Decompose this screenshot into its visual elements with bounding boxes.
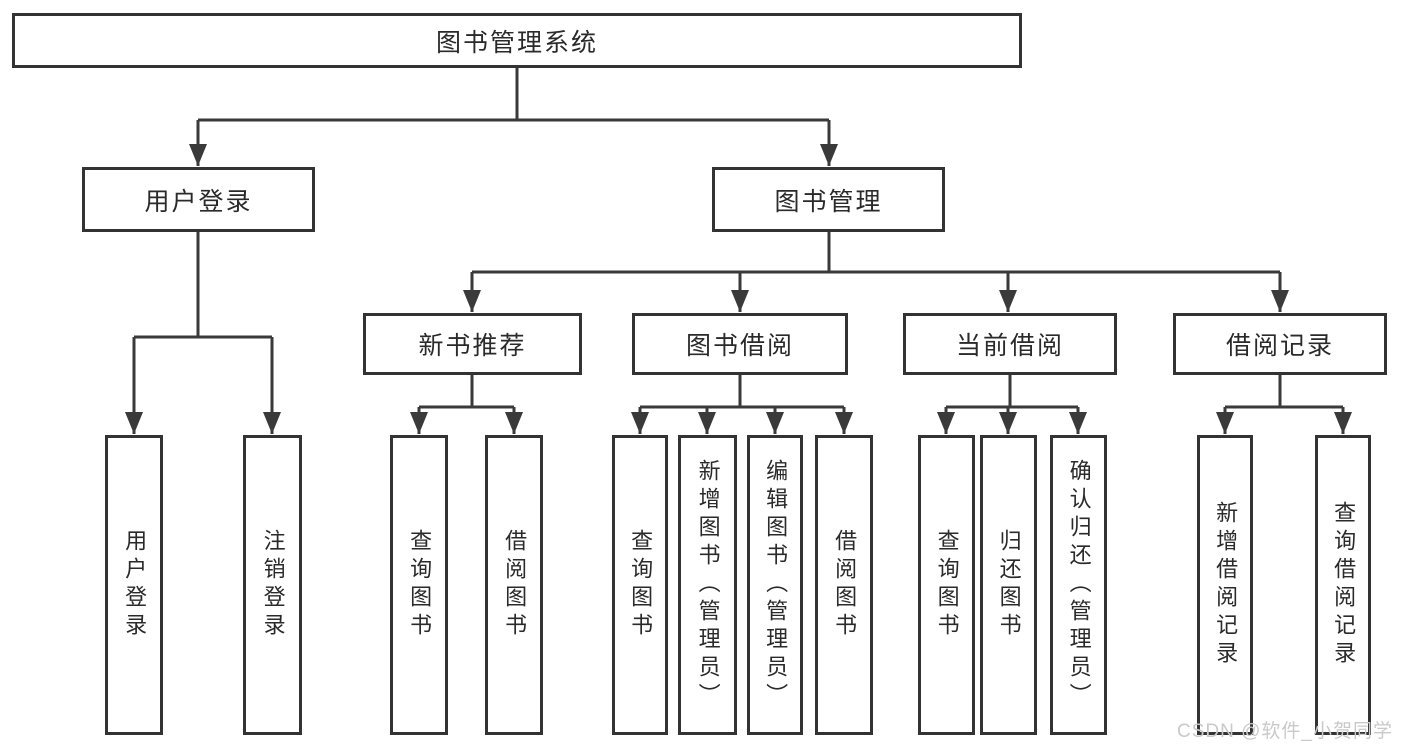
connector-book-borrow-children xyxy=(631,375,853,434)
node-label: 新增图书（管理员） xyxy=(695,459,721,711)
node-book-borrow: 图书借阅 xyxy=(632,313,848,375)
leaf-borrow-borrow-books: 借阅图书 xyxy=(815,435,873,735)
leaf-borrow-add-books-admin: 新增图书（管理员） xyxy=(678,435,737,735)
leaf-current-query-books: 查询图书 xyxy=(918,435,975,735)
csdn-watermark: CSDN @软件_小贺同学 xyxy=(1177,721,1393,742)
leaf-logout: 注销登录 xyxy=(243,435,302,735)
node-label: 借阅图书 xyxy=(502,529,528,641)
leaf-recommend-query-books: 查询图书 xyxy=(390,435,448,735)
leaf-recommend-borrow-books: 借阅图书 xyxy=(485,435,543,735)
node-label: 用户登录 xyxy=(122,529,148,641)
leaf-borrow-query-books: 查询图书 xyxy=(612,435,668,735)
node-label: 图书管理 xyxy=(774,187,883,216)
node-label: 图书借阅 xyxy=(685,332,794,360)
node-label: 图书管理系统 xyxy=(435,28,598,57)
node-label: 注销登录 xyxy=(260,529,286,641)
connector-root-to-level2 xyxy=(189,68,838,166)
leaf-current-confirm-return-admin: 确认归还（管理员） xyxy=(1050,435,1107,735)
leaf-user-login: 用户登录 xyxy=(105,435,163,735)
node-library-management-system: 图书管理系统 xyxy=(12,13,1022,68)
leaf-record-query-record: 查询借阅记录 xyxy=(1315,435,1371,735)
node-label: 新增借阅记录 xyxy=(1213,501,1239,669)
node-label: 归还图书 xyxy=(996,529,1022,641)
connector-borrow-record-children xyxy=(1216,375,1352,434)
node-label: 确认归还（管理员） xyxy=(1066,459,1092,711)
node-label: 借阅图书 xyxy=(832,529,858,641)
node-label: 查询借阅记录 xyxy=(1331,501,1357,669)
node-current-borrow: 当前借阅 xyxy=(903,313,1117,375)
node-label: 新书推荐 xyxy=(418,332,527,360)
node-label: 查询图书 xyxy=(934,529,960,641)
connector-current-borrow-children xyxy=(937,375,1087,434)
node-label: 查询图书 xyxy=(407,529,433,641)
leaf-current-return-books: 归还图书 xyxy=(980,435,1037,735)
leaf-borrow-edit-books-admin: 编辑图书（管理员） xyxy=(747,435,803,735)
node-new-book-recommend: 新书推荐 xyxy=(363,313,582,375)
connector-new-book-recommend-children xyxy=(410,375,523,434)
node-book-management: 图书管理 xyxy=(712,167,945,232)
connector-book-management-children xyxy=(463,232,1289,312)
node-label: 当前借阅 xyxy=(955,332,1064,360)
node-label: 借阅记录 xyxy=(1225,332,1334,360)
node-label: 查询图书 xyxy=(628,529,654,641)
node-user-login: 用户登录 xyxy=(82,167,315,232)
leaf-record-add-record: 新增借阅记录 xyxy=(1197,435,1253,735)
node-borrow-record: 借阅记录 xyxy=(1173,313,1387,375)
node-label: 用户登录 xyxy=(144,187,253,216)
connector-user-login-children xyxy=(125,232,281,434)
node-label: 编辑图书（管理员） xyxy=(763,459,789,711)
